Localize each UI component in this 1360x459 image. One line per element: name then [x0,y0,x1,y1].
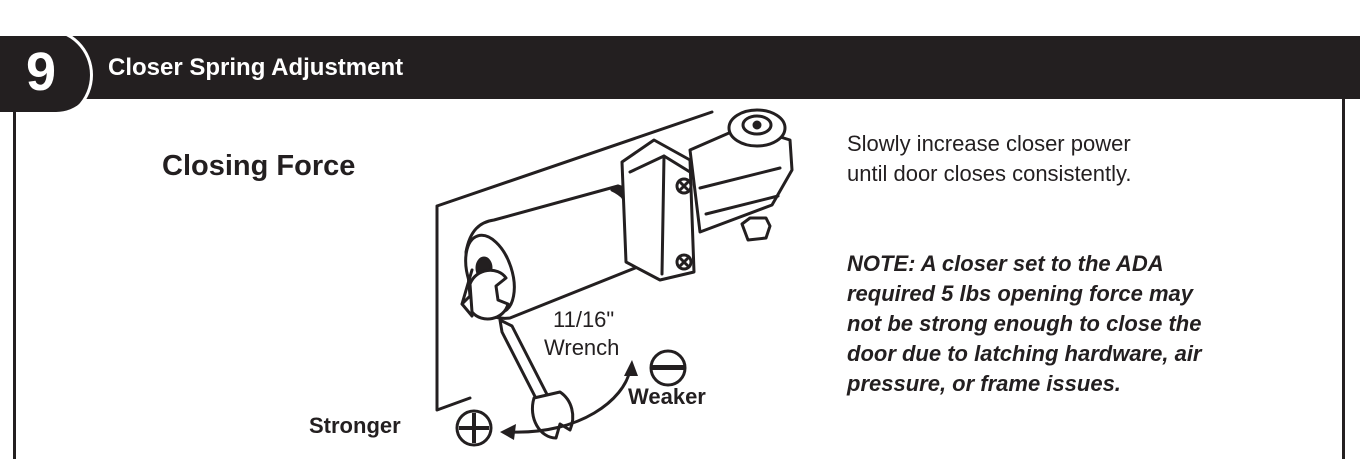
minus-icon [649,349,687,387]
frame-left-border [13,99,16,459]
curved-arrow-icon [511,369,632,434]
weaker-label: Weaker [628,384,706,409]
step-number: 9 [25,42,57,102]
wrench-icon [468,268,575,440]
mounting-block [620,138,696,282]
section-title: Closer Spring Adjustment [108,54,404,81]
instruction-text: Slowly increase closer power until door … [847,131,1132,186]
frame-right-border [1342,99,1345,459]
section-header-bar [0,36,1360,99]
stronger-label: Stronger [309,413,401,438]
mounting-plate [435,110,714,412]
lower-pivot-nut [740,216,772,242]
door-closer-diagram [435,108,794,447]
note-text: NOTE: A closer set to the ADA required 5… [847,251,1202,396]
closing-force-heading: Closing Force [162,150,356,182]
wrench-size-label: 11/16" [553,307,615,332]
wrench-label: Wrench [544,335,620,360]
plus-icon [455,409,493,447]
step-badge-ring [0,28,93,122]
